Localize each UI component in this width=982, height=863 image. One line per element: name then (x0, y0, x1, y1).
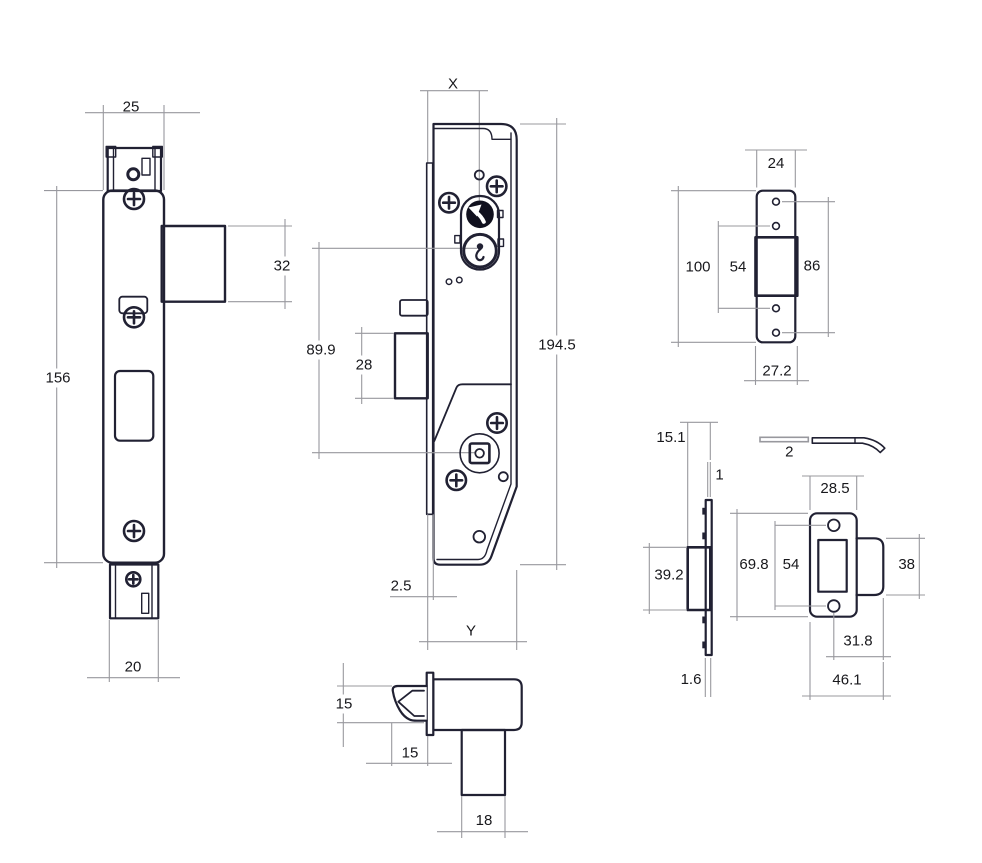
dim-label-lug-thickness: 1 (715, 467, 723, 484)
screw-hole (827, 599, 841, 613)
dim-label-overall-depth: 15.1 (656, 429, 685, 446)
strike-box-front-view: 24 100 54 86 27.2 (671, 149, 835, 385)
dim-label-bottom-width: 20 (125, 659, 142, 676)
dim-label-box-width: 27.2 (762, 363, 791, 380)
latch-tail (460, 728, 507, 797)
plunger-side (399, 299, 429, 317)
spindle-follower (459, 432, 500, 474)
latch-strike-face-view: 28.5 69.8 54 38 31.8 46.1 (730, 475, 925, 700)
dim-label-outer-hole-spacing: 86 (804, 258, 821, 275)
dim-label-bolt-height: 32 (274, 258, 291, 275)
phillips-screw (485, 411, 508, 434)
case-hole (472, 530, 487, 544)
latch-opening (817, 538, 848, 593)
latch-body (432, 678, 523, 732)
screw-hole (771, 221, 781, 231)
dim-label-overall-width: 46.1 (832, 672, 861, 689)
phillips-screw (445, 469, 468, 492)
bolt-cutout (113, 369, 155, 442)
dim-label-hole-spacing: 54 (783, 556, 800, 573)
dim-label-case-depth: Y (466, 623, 476, 640)
dim-label-cylinder-to-follower: 89.9 (306, 342, 335, 359)
dim-label-tail-width: 18 (476, 812, 493, 829)
screw-hole (827, 518, 841, 533)
keyhole-icon (475, 243, 485, 262)
top-block-hole (126, 167, 141, 182)
phillips-screw (122, 519, 146, 543)
dim-label-bolt-projection: 15 (402, 745, 419, 762)
screw-hole (771, 304, 781, 313)
case-hole (497, 471, 509, 483)
dim-label-top-width: 25 (123, 99, 140, 116)
case-hole (473, 169, 485, 181)
latch-strike-plate (808, 512, 858, 618)
bolt-side (160, 224, 227, 303)
screw-hole (771, 197, 781, 206)
screw-hole (771, 328, 781, 337)
dim-label-plate-width: 24 (768, 155, 785, 172)
bolt-bevel-lines (397, 689, 425, 717)
strike-dust-box (754, 236, 799, 298)
latch-bolt-top-view: 15 15 18 (331, 663, 528, 838)
small-cutout (118, 295, 149, 315)
cover-edge (433, 383, 512, 442)
bent-spring (811, 437, 886, 454)
arrow-logo-icon (468, 204, 482, 217)
strike-tongue (855, 537, 885, 597)
euro-cylinder (459, 194, 501, 271)
faceplate-section (425, 671, 435, 737)
dim-label-spring-thickness: 2 (785, 444, 793, 461)
dim-label-bolt-height: 15 (336, 696, 353, 713)
phillips-screw (437, 191, 460, 214)
strike-plate (755, 189, 797, 344)
dim-label-hole-to-tongue: 31.8 (843, 633, 872, 650)
dim-label-plate-thickness: 1.6 (681, 671, 702, 688)
dim-label-plate-width: 28.5 (820, 480, 849, 497)
phillips-screw (485, 175, 508, 198)
bottom-lug-block (108, 563, 160, 620)
bolt-side (393, 332, 429, 400)
dim-label-tongue-height: 38 (898, 556, 915, 573)
dim-label-inner-hole-spacing: 54 (730, 259, 747, 276)
lock-case-body (432, 122, 518, 566)
dim-label-box-height: 39.2 (654, 567, 683, 584)
strike-plate-edge (704, 498, 713, 657)
lock-case-side-view: X 194.5 89.9 28 2.5 Y (299, 76, 580, 650)
dim-label-backset: X (448, 76, 458, 93)
dim-label-bolt-thickness: 28 (356, 357, 373, 374)
dim-label-plate-height: 100 (685, 259, 710, 276)
faceplate-side-view: 25 32 156 20 (41, 99, 295, 682)
strike-box-side (686, 545, 712, 612)
phillips-screw (122, 187, 146, 211)
dim-label-faceplate-offset: 2.5 (391, 578, 412, 595)
phillips-screw (125, 570, 142, 588)
bolt-nose (391, 684, 428, 722)
strike-plate-side-view: 15.1 1 39.2 1.6 2 (643, 421, 886, 697)
dim-label-overall-height: 156 (45, 370, 70, 387)
dim-label-plate-height: 69.8 (739, 556, 768, 573)
keyhole-ring (462, 232, 498, 269)
phillips-screw (122, 305, 146, 329)
faceplate (102, 189, 166, 564)
dim-label-case-height: 194.5 (538, 337, 576, 354)
spring-shim (759, 436, 810, 443)
